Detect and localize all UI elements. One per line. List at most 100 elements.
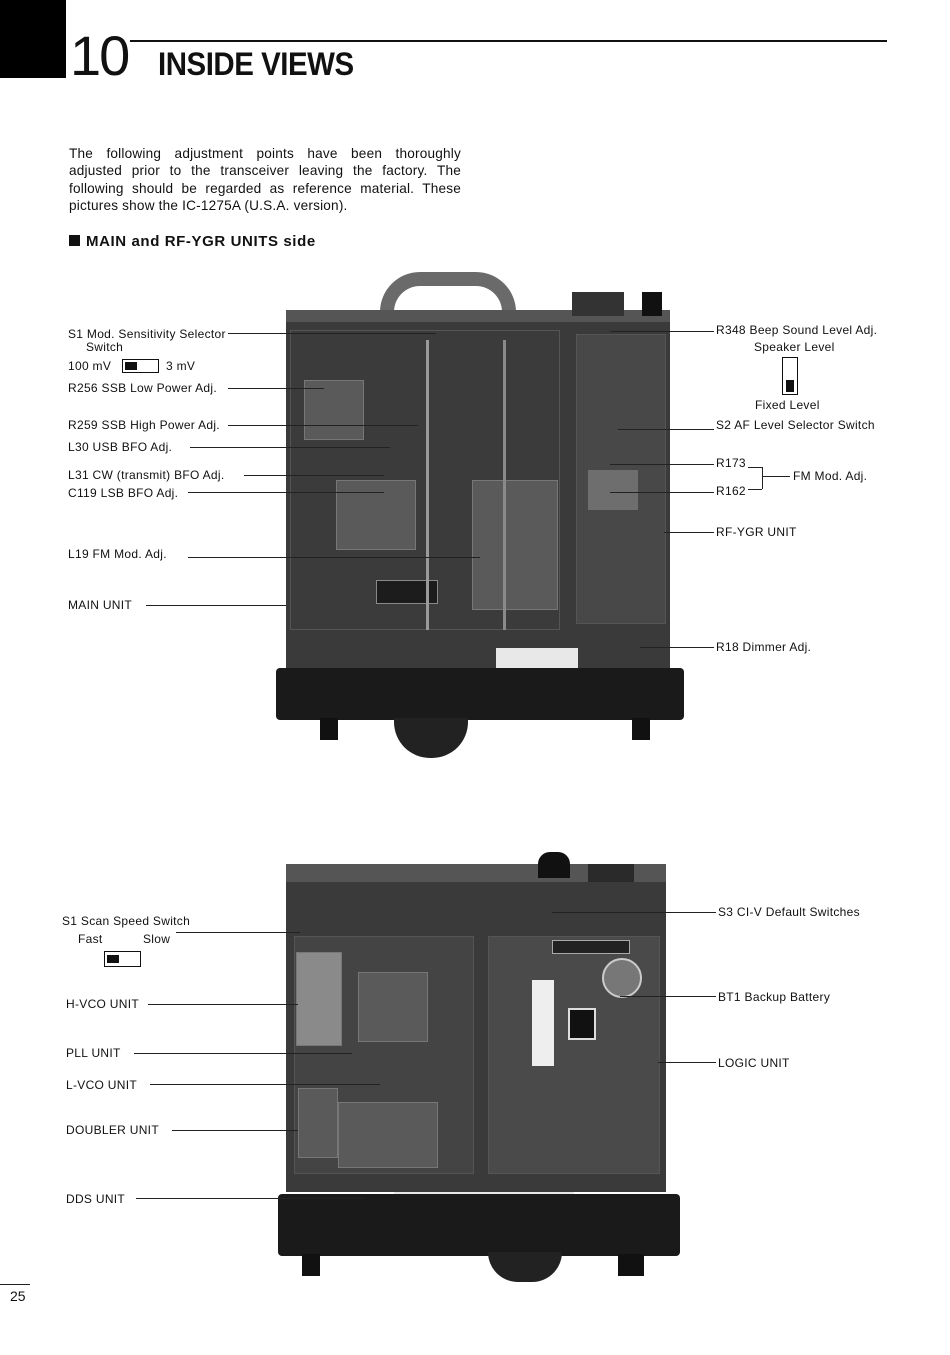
front-panel [276, 668, 684, 720]
chip [568, 1008, 596, 1040]
label-l31: L31 CW (transmit) BFO Adj. [68, 468, 225, 482]
rear-connector [538, 852, 570, 878]
sub-board [472, 480, 558, 610]
leader-line [620, 996, 716, 997]
section-heading: MAIN and RF-YGR UNITS side [69, 233, 316, 250]
label-speaker-level: Speaker Level [754, 340, 835, 354]
leader-line [664, 532, 714, 533]
label-slow: Slow [143, 932, 171, 946]
main-unit-photo [276, 270, 684, 760]
label-h-vco: H-VCO UNIT [66, 997, 139, 1011]
label-fm-mod: FM Mod. Adj. [793, 469, 868, 483]
page-number: 25 [10, 1288, 26, 1304]
front-knob [302, 1254, 320, 1276]
leader-line [190, 447, 390, 448]
slide-switch-icon [104, 951, 141, 967]
section-heading-text: MAIN and RF-YGR UNITS side [86, 233, 316, 250]
bracket-line [748, 467, 762, 468]
vertical-switch-icon [782, 357, 798, 395]
leader-line [640, 647, 714, 648]
slide-switch-icon [122, 359, 159, 373]
display-window [496, 648, 578, 668]
h-vco-shield [296, 952, 342, 1046]
square-bullet-icon [69, 235, 80, 246]
front-knob [632, 718, 650, 740]
bracket-line [762, 467, 763, 489]
main-dial [488, 1252, 562, 1282]
label-r259: R259 SSB High Power Adj. [68, 418, 220, 432]
label-l19: L19 FM Mod. Adj. [68, 547, 167, 561]
label-fast: Fast [78, 932, 103, 946]
label-main-unit: MAIN UNIT [68, 598, 133, 612]
label-r256: R256 SSB Low Power Adj. [68, 381, 217, 395]
leader-line [150, 1084, 380, 1085]
leader-line [228, 388, 324, 389]
switch-knob [125, 362, 137, 370]
rear-connector [588, 864, 634, 886]
page-number-rule [0, 1284, 30, 1285]
leader-line [610, 331, 714, 332]
dds-board [338, 1102, 438, 1168]
backup-battery [602, 958, 642, 998]
label-l-vco: L-VCO UNIT [66, 1078, 138, 1092]
leader-line [176, 932, 300, 933]
leader-line [228, 425, 418, 426]
label-r18: R18 Dimmer Adj. [716, 640, 812, 654]
label-l30: L30 USB BFO Adj. [68, 440, 173, 454]
leader-line [172, 1130, 298, 1131]
leader-line [134, 1053, 352, 1054]
leader-line [610, 492, 714, 493]
label-s1-100mv: 100 mV [68, 359, 112, 373]
label-r173: R173 [716, 456, 746, 470]
leader-line [618, 429, 714, 430]
chapter-number: 10 [70, 24, 130, 87]
chapter-tab-block [0, 0, 66, 78]
label-logic: LOGIC UNIT [718, 1056, 790, 1070]
label-r162: R162 [716, 484, 746, 498]
label-doubler: DOUBLER UNIT [66, 1123, 159, 1137]
label-c119: C119 LSB BFO Adj. [68, 486, 179, 500]
label-fixed-level: Fixed Level [755, 398, 820, 412]
front-knob [320, 718, 338, 740]
leader-line [228, 333, 436, 334]
label-dds: DDS UNIT [66, 1192, 126, 1206]
leader-line [244, 475, 384, 476]
leader-line [148, 1004, 298, 1005]
label-bt1: BT1 Backup Battery [718, 990, 831, 1004]
logic-unit-photo [276, 852, 682, 1282]
label-s1-3mv: 3 mV [166, 359, 196, 373]
wire-harness [426, 340, 506, 630]
bracket-line [748, 489, 762, 490]
leader-line [610, 464, 714, 465]
pll-board [358, 972, 428, 1042]
label-r348: R348 Beep Sound Level Adj. [716, 323, 878, 337]
label-s3: S3 CI-V Default Switches [718, 905, 860, 919]
sub-board [336, 480, 416, 550]
leader-line [188, 492, 384, 493]
rear-connector [642, 292, 662, 316]
front-panel [278, 1194, 680, 1256]
label-s1-mod: S1 Mod. Sensitivity Selector [68, 327, 226, 341]
bracket-line [762, 476, 790, 477]
label-rf-ygr: RF-YGR UNIT [716, 525, 797, 539]
intro-paragraph: The following adjustment points have bee… [69, 146, 461, 214]
cpu-chip [532, 980, 554, 1066]
leader-line [136, 1198, 366, 1199]
header-rule [130, 40, 887, 42]
front-knob [618, 1254, 644, 1276]
doubler-board [298, 1088, 338, 1158]
switch-knob [107, 955, 119, 963]
dip-switch [552, 940, 630, 954]
leader-line [188, 557, 480, 558]
leader-line [658, 1062, 716, 1063]
leader-line [146, 605, 286, 606]
sub-board [304, 380, 364, 440]
rear-connector [572, 292, 624, 316]
switch-knob [786, 380, 794, 392]
label-s2: S2 AF Level Selector Switch [716, 418, 875, 432]
main-dial [394, 718, 468, 758]
chapter-title: INSIDE VIEWS [158, 46, 354, 82]
shield-can [588, 470, 638, 510]
label-s1-scan: S1 Scan Speed Switch [62, 914, 191, 928]
leader-line [552, 912, 716, 913]
